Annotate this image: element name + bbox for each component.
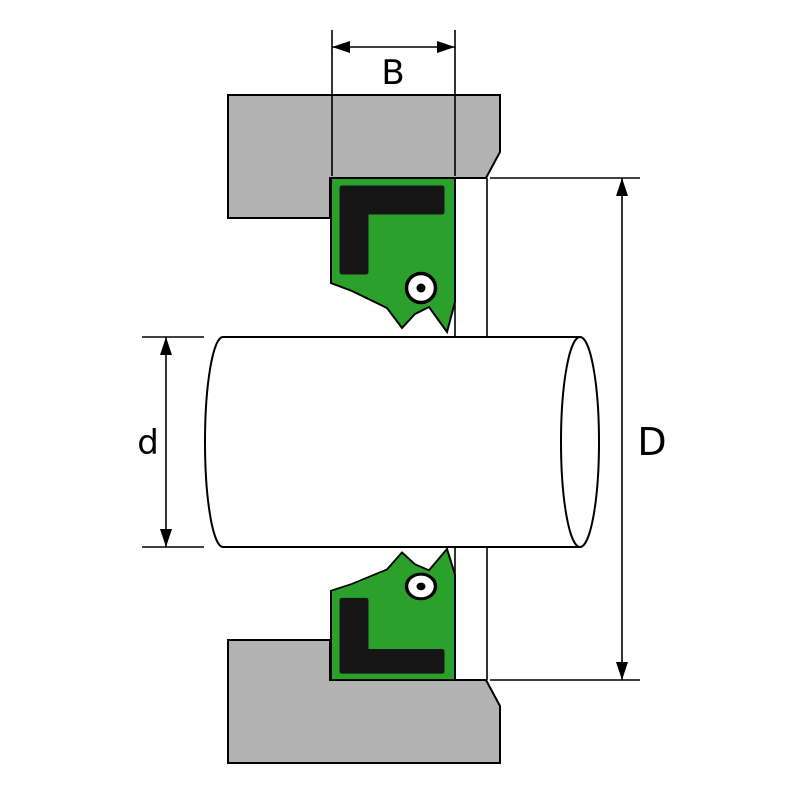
shaft-left-end-arc (204, 336, 224, 548)
arrowhead-D-bottom-icon (616, 662, 628, 680)
seal-lower-case (339, 597, 445, 674)
label-outer-diameter: D (637, 420, 666, 464)
arrowhead-d-top-icon (160, 337, 172, 355)
seal-upper-spring-center-dot-icon (416, 283, 426, 293)
label-seal-width: B (381, 53, 404, 93)
seal-lower-spring-center-dot-icon (416, 582, 426, 591)
arrowhead-B-right-icon (437, 41, 455, 53)
dimension-D: D (490, 177, 667, 681)
arrowhead-B-left-icon (332, 41, 350, 53)
seal-upper-case (339, 185, 445, 275)
shaft-end-ellipse (560, 336, 600, 548)
dimension-B: B (331, 30, 456, 176)
shaft-body (205, 337, 580, 547)
arrowhead-D-top-icon (616, 178, 628, 196)
seal-lower (330, 547, 456, 681)
arrowhead-d-bottom-icon (160, 529, 172, 547)
dimension-d: d (137, 336, 204, 548)
seal-upper (330, 177, 456, 335)
label-shaft-diameter: d (137, 423, 159, 463)
